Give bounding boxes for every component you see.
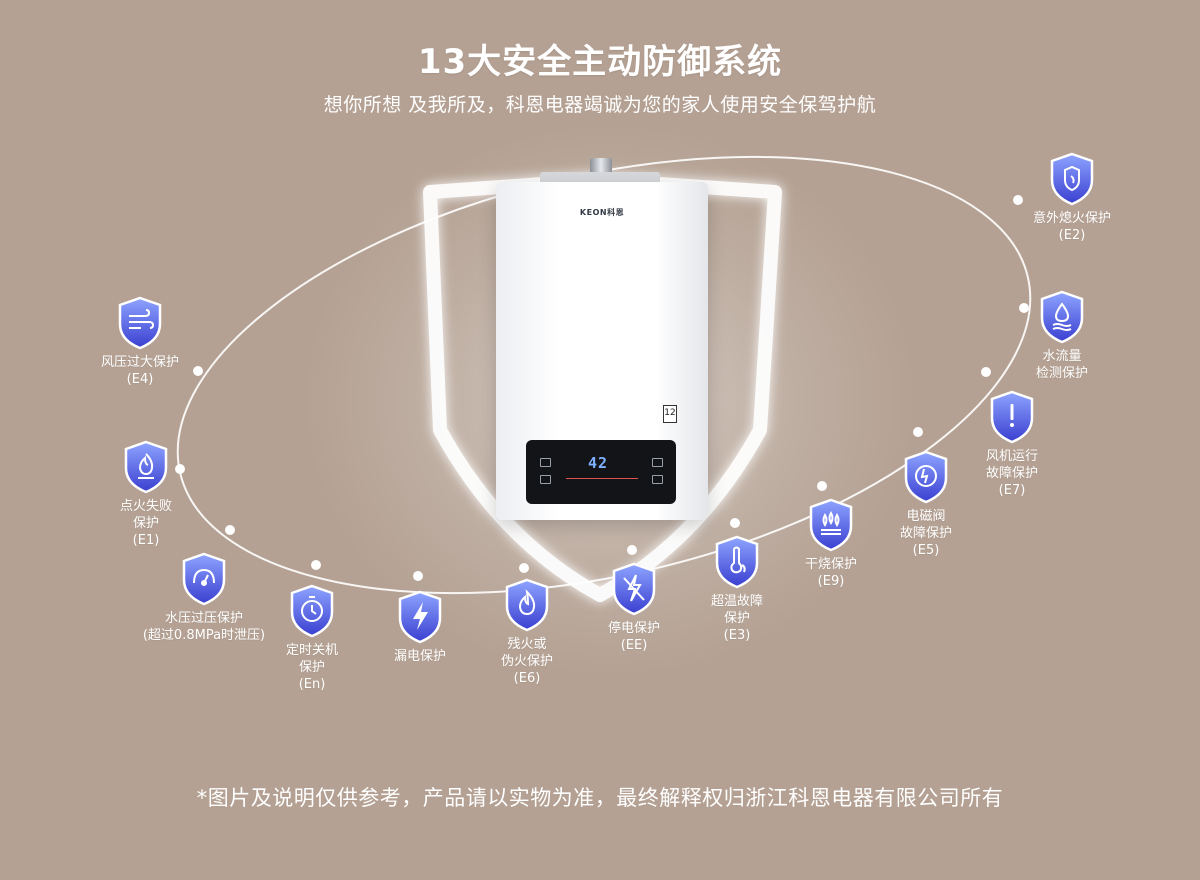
thermometer-icon	[730, 546, 746, 574]
feature-label: 风机运行 故障保护 (E7)	[985, 449, 1038, 498]
orbit-dot	[175, 464, 185, 474]
feature-badge-e7: 风机运行 故障保护 (E7)	[932, 390, 1092, 499]
shield-icon	[124, 440, 168, 494]
feature-label: 残火或 伪火保护 (E6)	[500, 637, 553, 686]
panel-button[interactable]	[652, 458, 663, 467]
feature-badge-e9: 干烧保护 (E9)	[751, 498, 911, 590]
shield-icon	[990, 390, 1034, 444]
feature-label: 水流量 检测保护	[1035, 349, 1088, 381]
shield-icon	[182, 552, 226, 606]
heater-top	[540, 172, 660, 184]
flame-shield-icon	[1064, 165, 1080, 192]
orbit-dot	[193, 366, 203, 376]
brand-logo: KEON科恩	[579, 208, 625, 217]
feature-badge-e2: 意外熄火保护 (E2)	[992, 152, 1152, 244]
feature-badge-pressure: 水压过压保护 (超过0.8MPa时泄压)	[124, 552, 284, 644]
page-title: 13大安全主动防御系统	[417, 42, 783, 82]
page-subtitle: 想你所想 及我所及，科恩电器竭诚为您的家人使用安全保驾护航	[323, 94, 877, 116]
shield-icon	[398, 590, 442, 644]
feature-label: 漏电保护	[393, 649, 446, 664]
flame-icon	[518, 589, 536, 616]
panel-indicator-line	[566, 478, 638, 479]
feature-label: 风压过大保护 (E4)	[100, 355, 179, 387]
feature-label: 停电保护 (EE)	[607, 621, 660, 653]
timer-icon	[301, 596, 323, 622]
shield-icon	[715, 535, 759, 589]
orbit-dot	[413, 571, 423, 581]
shield-icon	[612, 562, 656, 616]
power-off-icon	[623, 574, 645, 602]
large-shield-outline	[423, 173, 782, 602]
orbit-dot	[225, 525, 235, 535]
gauge-icon	[193, 568, 215, 586]
feature-label: 干烧保护 (E9)	[804, 557, 857, 589]
feature-badge-en: 定时关机 保护 (En)	[232, 584, 392, 693]
orbit-dot	[311, 560, 321, 570]
shield-icon	[904, 450, 948, 504]
feature-badge-ee: 停电保护 (EE)	[554, 562, 714, 654]
feature-badge-e5: 电磁阀 故障保护 (E5)	[846, 450, 1006, 559]
feature-label: 水压过压保护 (超过0.8MPa时泄压)	[142, 611, 266, 643]
orbit-dot	[913, 427, 923, 437]
valve-icon	[915, 465, 937, 487]
feature-badge-e1: 点火失败 保护 (E1)	[66, 440, 226, 549]
shield-icon	[290, 584, 334, 638]
certification-mark: 12	[663, 405, 677, 423]
feature-badge-e3: 超温故障 保护 (E3)	[657, 535, 817, 644]
orbit-dot	[817, 481, 827, 491]
shield-icon	[1040, 290, 1084, 344]
orbit-dots	[175, 195, 1029, 581]
panel-button[interactable]	[652, 475, 663, 484]
footer-disclaimer: *图片及说明仅供参考，产品请以实物为准，最终解释权归浙江科恩电器有限公司所有	[196, 786, 1004, 810]
orbit-dot	[1013, 195, 1023, 205]
orbit-dot	[981, 367, 991, 377]
feature-badge-e4: 风压过大保护 (E4)	[60, 296, 220, 388]
feature-label: 超温故障 保护 (E3)	[710, 594, 763, 643]
feature-badge-water-flow: 水流量 检测保护	[982, 290, 1142, 382]
shield-icon	[118, 296, 162, 350]
panel-button[interactable]	[540, 458, 551, 467]
water-drop-icon	[1052, 302, 1072, 331]
panel-button[interactable]	[540, 475, 551, 484]
lightning-icon	[413, 602, 428, 630]
feature-label: 电磁阀 故障保护 (E5)	[899, 509, 952, 558]
shield-icon	[1050, 152, 1094, 206]
feature-label: 定时关机 保护 (En)	[285, 643, 338, 692]
shield-icon	[505, 578, 549, 632]
temperature-display: 42	[588, 454, 609, 472]
orbit-dot	[730, 518, 740, 528]
orbit-dot	[1019, 303, 1029, 313]
shield-icon	[809, 498, 853, 552]
wind-icon	[129, 309, 155, 329]
dry-burn-icon	[821, 511, 841, 535]
orbit-dot	[627, 545, 637, 555]
feature-label: 点火失败 保护 (E1)	[119, 499, 172, 548]
orbit-dot	[519, 563, 529, 573]
feature-badge-leak: 漏电保护	[340, 590, 500, 665]
feature-badge-e6: 残火或 伪火保护 (E6)	[447, 578, 607, 687]
control-panel	[526, 440, 676, 504]
exclamation-icon	[1010, 404, 1014, 427]
ignition-icon	[138, 453, 154, 479]
feature-label: 意外熄火保护 (E2)	[1032, 211, 1111, 243]
